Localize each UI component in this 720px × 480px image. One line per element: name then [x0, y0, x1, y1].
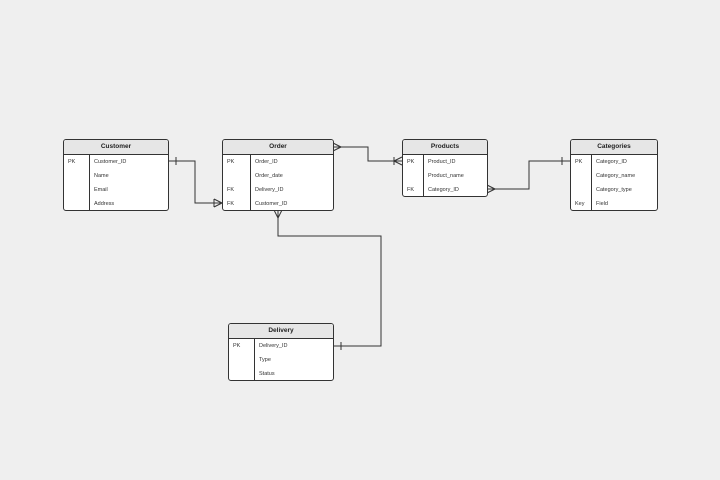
entity-products[interactable]: Products PK Product_ID Product_name FK Cat…	[402, 139, 488, 197]
key-label	[571, 169, 591, 183]
column-divider	[423, 155, 424, 196]
entity-row[interactable]: Product_name	[403, 169, 487, 183]
relationship-order-delivery[interactable]	[273, 209, 382, 350]
entity-row[interactable]: PK Customer_ID	[64, 155, 168, 169]
column-divider	[250, 155, 251, 210]
key-label	[223, 169, 243, 183]
field-name: Status	[259, 371, 275, 377]
key-label	[64, 169, 84, 183]
entity-row[interactable]: FK Category_ID	[403, 183, 487, 196]
entity-row[interactable]: FK Customer_ID	[223, 197, 333, 210]
field-name: Customer_ID	[94, 159, 127, 165]
column-divider	[89, 155, 90, 210]
key-label	[229, 367, 249, 380]
key-label: FK	[407, 187, 415, 193]
entity-row[interactable]: Status	[229, 367, 333, 380]
field-name: Category_name	[596, 173, 636, 179]
entity-row[interactable]: Email	[64, 183, 168, 197]
field-name: Email	[94, 187, 108, 193]
field-name: Type	[259, 357, 271, 363]
key-label: PK	[407, 159, 415, 165]
entity-row[interactable]: PK Order_ID	[223, 155, 333, 169]
entity-title: Delivery	[229, 324, 333, 339]
key-label	[403, 169, 423, 183]
entity-row[interactable]: Key Field	[571, 197, 657, 210]
key-label: Key	[575, 201, 585, 207]
entity-row[interactable]: Category_name	[571, 169, 657, 183]
key-label	[64, 197, 84, 210]
relationship-order-products[interactable]	[332, 142, 403, 166]
entity-title: Order	[223, 140, 333, 155]
entity-row[interactable]: Name	[64, 169, 168, 183]
key-label: PK	[575, 159, 583, 165]
field-name: Delivery_ID	[255, 187, 284, 193]
key-label: PK	[68, 159, 76, 165]
entity-customer[interactable]: Customer PK Customer_ID Name Email Addres…	[63, 139, 169, 211]
column-divider	[254, 339, 255, 380]
key-label	[229, 353, 249, 367]
field-name: Field	[596, 201, 608, 207]
field-name: Category_ID	[428, 187, 459, 193]
key-label: FK	[227, 201, 235, 207]
relationship-customer-order[interactable]	[168, 157, 223, 208]
field-name: Name	[94, 173, 109, 179]
entity-delivery[interactable]: Delivery PK Delivery_ID Type Status	[228, 323, 334, 381]
field-name: Delivery_ID	[259, 343, 288, 349]
column-divider	[591, 155, 592, 210]
relationship-products-categories[interactable]	[486, 157, 570, 194]
entity-row[interactable]: PK Category_ID	[571, 155, 657, 169]
entity-title: Customer	[64, 140, 168, 155]
field-name: Order_ID	[255, 159, 278, 165]
field-name: Address	[94, 201, 115, 207]
key-label	[64, 183, 84, 197]
entity-title: Categories	[571, 140, 657, 155]
entity-row[interactable]: Address	[64, 197, 168, 210]
key-label: PK	[227, 159, 235, 165]
entity-row[interactable]: Category_type	[571, 183, 657, 197]
field-name: Customer_ID	[255, 201, 288, 207]
field-name: Category_type	[596, 187, 632, 193]
field-name: Category_ID	[596, 159, 627, 165]
key-label: PK	[233, 343, 241, 349]
entity-row[interactable]: PK Product_ID	[403, 155, 487, 169]
field-name: Order_date	[255, 173, 283, 179]
entity-categories[interactable]: Categories PK Category_ID Category_name C…	[570, 139, 658, 211]
entity-order[interactable]: Order PK Order_ID Order_date FK Delivery_I…	[222, 139, 334, 211]
entity-row[interactable]: PK Delivery_ID	[229, 339, 333, 353]
entity-row[interactable]: FK Delivery_ID	[223, 183, 333, 197]
field-name: Product_ID	[428, 159, 456, 165]
entity-title: Products	[403, 140, 487, 155]
field-name: Product_name	[428, 173, 464, 179]
key-label: FK	[227, 187, 235, 193]
key-label	[571, 183, 591, 197]
entity-row[interactable]: Order_date	[223, 169, 333, 183]
entity-row[interactable]: Type	[229, 353, 333, 367]
